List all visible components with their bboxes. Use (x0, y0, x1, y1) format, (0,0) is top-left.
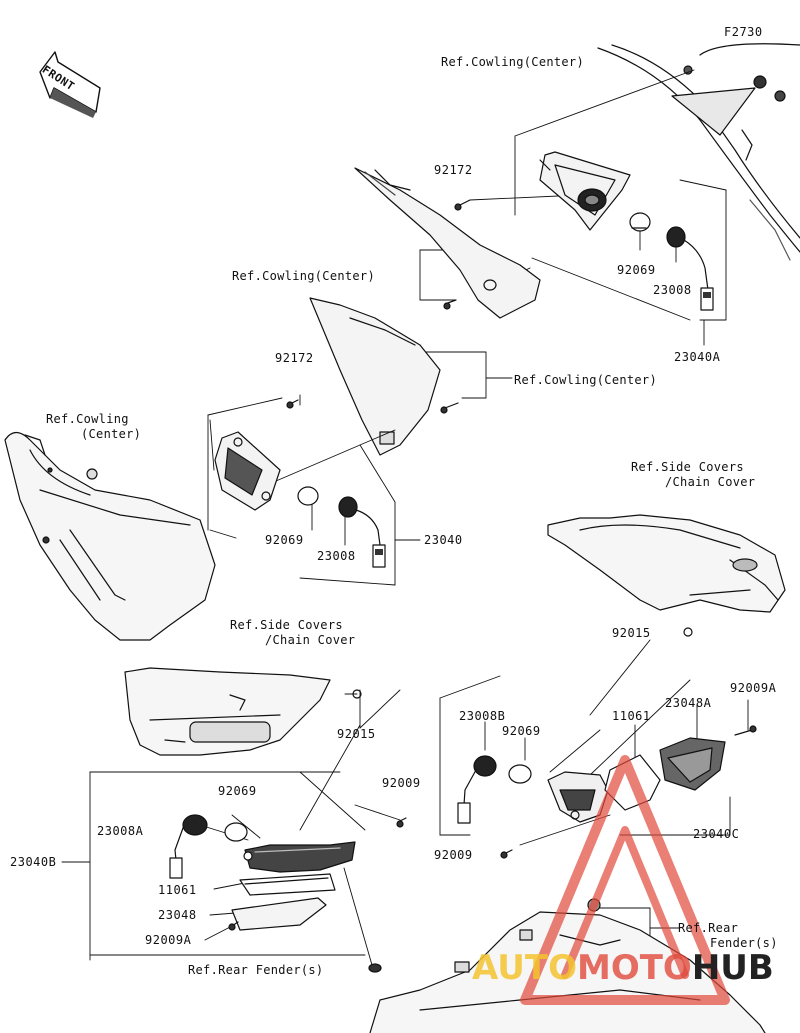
part-92009-left: 92009 (382, 776, 421, 790)
ref-side-covers-right-2: /Chain Cover (665, 475, 756, 489)
side-cover-right (547, 514, 786, 637)
socket-middle (338, 496, 386, 568)
ref-cowling-center-top: Ref.Cowling(Center) (441, 55, 584, 69)
side-cowling-left (4, 431, 216, 641)
part-92015-left: 92015 (337, 727, 376, 741)
socket-lower-right (457, 755, 497, 824)
part-23040A: 23040A (674, 350, 721, 364)
turn-signal-housing-top (539, 151, 631, 231)
part-23040: 23040 (424, 533, 463, 547)
watermark-auto: AUTO (472, 948, 577, 988)
front-arrow-icon (39, 51, 101, 118)
part-11061-right: 11061 (612, 709, 651, 723)
ref-rear-fender-right-1: Ref.Rear (678, 921, 739, 935)
bulb-lower-left (224, 822, 248, 842)
ref-cowling-left-1: Ref.Cowling (46, 412, 129, 426)
part-92172-mid: 92172 (275, 351, 314, 365)
turn-signal-housing-lower-left (243, 841, 356, 873)
bulb-lower-right (508, 764, 532, 784)
ref-cowling-left-2: (Center) (81, 427, 142, 441)
part-23008B: 23008B (459, 709, 506, 723)
part-92069-right: 92069 (502, 724, 541, 738)
watermark-text: AUTOMOTOHUB (472, 948, 774, 988)
inner-cowl-panel-middle (309, 297, 459, 456)
leader-lines-middle (207, 351, 513, 586)
lens-cover-lower-left (228, 897, 327, 931)
diagram-id: F2730 (724, 25, 763, 39)
ref-side-covers-right-1: Ref.Side Covers (631, 460, 744, 474)
ref-cowling-center-right: Ref.Cowling(Center) (514, 373, 657, 387)
part-92009A-left: 92009A (145, 933, 192, 947)
part-92069-mid: 92069 (265, 533, 304, 547)
grommet-rear-fender (368, 963, 382, 973)
part-92009-right: 92009 (434, 848, 473, 862)
watermark-moto: MOTO (576, 948, 692, 988)
cowling-center-shell (597, 43, 800, 261)
socket-lower-left (169, 814, 208, 879)
watermark-logo-icon (520, 755, 730, 1005)
part-92009A-right: 92009A (730, 681, 777, 695)
ref-rear-fender-left: Ref.Rear Fender(s) (188, 963, 324, 977)
ref-cowling-center-mid: Ref.Cowling(Center) (232, 269, 375, 283)
socket-top (666, 226, 714, 311)
part-23040C: 23040C (693, 827, 740, 841)
ref-side-covers-left-2: /Chain Cover (265, 633, 356, 647)
part-92069-top: 92069 (617, 263, 656, 277)
part-23008A: 23008A (97, 824, 144, 838)
part-92069-left: 92069 (218, 784, 257, 798)
ref-rear-fender-right-2: Fender(s) (710, 936, 778, 950)
watermark-hub: HUB (691, 948, 774, 988)
side-cover-left (124, 667, 362, 756)
bulb-top (629, 212, 651, 232)
part-23008-top: 23008 (653, 283, 692, 297)
part-92172-top: 92172 (434, 163, 473, 177)
bulb-middle (297, 486, 319, 506)
turn-signal-housing-middle (214, 431, 281, 511)
ref-side-covers-left-1: Ref.Side Covers (230, 618, 343, 632)
part-23048A: 23048A (665, 696, 712, 710)
part-11061-left: 11061 (158, 883, 197, 897)
part-23008-mid: 23008 (317, 549, 356, 563)
screw-92172-top (454, 199, 471, 211)
part-92015-right: 92015 (612, 626, 651, 640)
screw-92009-lower-right (500, 849, 513, 859)
part-23048: 23048 (158, 908, 197, 922)
part-23040B: 23040B (10, 855, 57, 869)
lens-cover-lower-right (659, 725, 757, 791)
screw-92172-middle (286, 399, 299, 409)
screw-92009-lower-left (396, 817, 407, 828)
lens-lower-left (239, 873, 336, 896)
inner-cowl-panel-upper (354, 167, 541, 319)
